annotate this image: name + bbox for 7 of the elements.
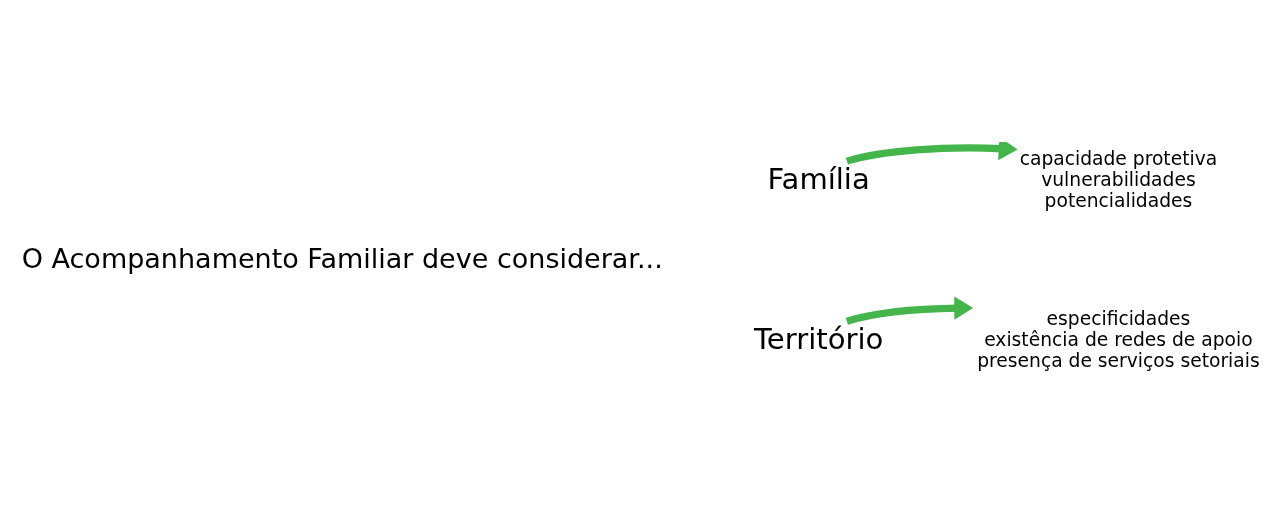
node-text: O Acompanhamento Familiar deve considerar... <box>21 243 663 275</box>
node-text: Família <box>767 161 870 196</box>
node-text: especificidades existência de redes de apoio presença de serviços setoriais <box>977 308 1260 371</box>
node-text: Território <box>754 321 884 356</box>
arrow <box>845 296 974 325</box>
arrow <box>845 142 1018 165</box>
node-text: capacidade protetiva vulnerabilidades potencialidades <box>1019 148 1218 211</box>
